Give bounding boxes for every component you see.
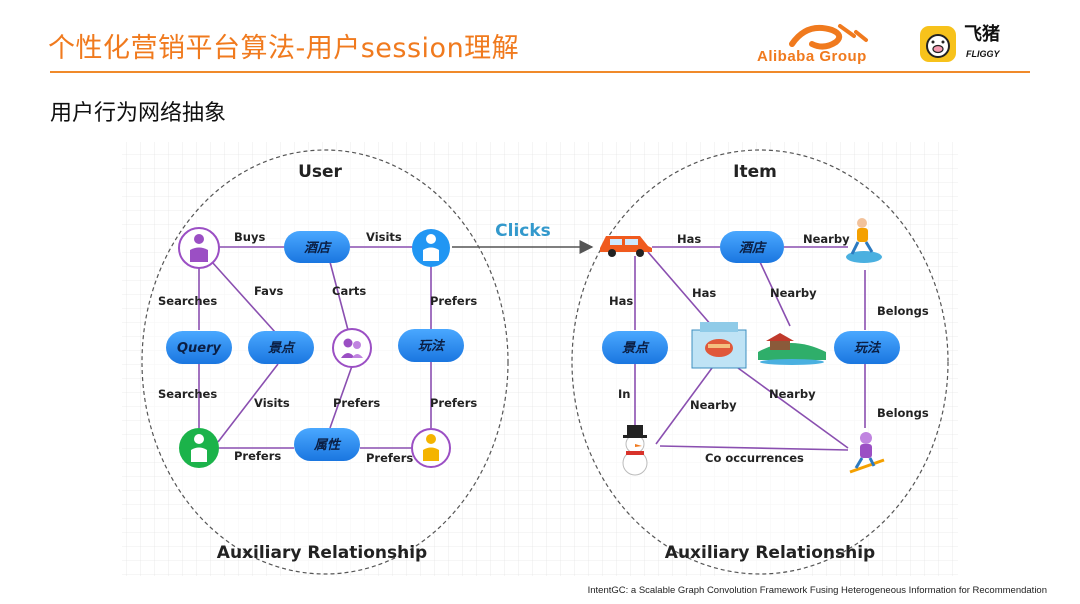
user-title: User bbox=[298, 162, 342, 182]
svg-text:Carts: Carts bbox=[332, 284, 366, 298]
svg-text:Visits: Visits bbox=[366, 230, 402, 244]
svg-text:Prefers: Prefers bbox=[430, 396, 477, 410]
user-node-scenic: 景点 bbox=[248, 331, 314, 364]
svg-text:Has: Has bbox=[692, 286, 716, 300]
item-edges bbox=[634, 246, 866, 451]
fliggy-logo-subtext: FLIGGY bbox=[966, 49, 1000, 59]
fliggy-pig-icon bbox=[920, 26, 956, 62]
user-yellow-icon bbox=[411, 428, 451, 468]
svg-text:景点: 景点 bbox=[622, 340, 650, 356]
user-purple-icon bbox=[178, 227, 220, 269]
svg-text:景点: 景点 bbox=[268, 340, 296, 356]
user-green-icon bbox=[179, 428, 219, 468]
svg-text:Prefers: Prefers bbox=[430, 294, 477, 308]
item-aux-label: Auxiliary Relationship bbox=[665, 543, 875, 563]
svg-text:Prefers: Prefers bbox=[333, 396, 380, 410]
citation-text: IntentGC: a Scalable Graph Convolution F… bbox=[587, 585, 1047, 596]
user-node-attr: 属性 bbox=[294, 428, 360, 461]
user-edge-labels: Buys Visits Searches Favs Carts Prefers … bbox=[158, 230, 477, 465]
item-node-play: 玩法 bbox=[834, 331, 900, 364]
svg-text:酒店: 酒店 bbox=[304, 240, 332, 256]
svg-text:Searches: Searches bbox=[158, 387, 217, 401]
svg-text:玩法: 玩法 bbox=[418, 338, 446, 354]
item-node-scenic: 景点 bbox=[602, 331, 668, 364]
fliggy-logo-text: 飞猪 bbox=[964, 24, 1000, 45]
svg-text:Nearby: Nearby bbox=[690, 398, 737, 412]
user-node-hotel: 酒店 bbox=[284, 231, 350, 263]
svg-text:Nearby: Nearby bbox=[770, 286, 817, 300]
svg-text:Searches: Searches bbox=[158, 294, 217, 308]
user-node-play: 玩法 bbox=[398, 329, 464, 362]
svg-text:Prefers: Prefers bbox=[234, 449, 281, 463]
surfer-icon bbox=[846, 218, 882, 263]
user-aux-label: Auxiliary Relationship bbox=[217, 543, 427, 563]
svg-text:Nearby: Nearby bbox=[769, 387, 816, 401]
svg-text:Prefers: Prefers bbox=[366, 451, 413, 465]
svg-text:Has: Has bbox=[609, 294, 633, 308]
user-group-icon bbox=[332, 328, 372, 368]
svg-text:玩法: 玩法 bbox=[854, 340, 882, 356]
svg-text:In: In bbox=[618, 387, 630, 401]
user-blue-icon bbox=[412, 229, 450, 267]
skier-icon bbox=[849, 432, 885, 474]
svg-text:Nearby: Nearby bbox=[803, 232, 850, 246]
svg-text:Visits: Visits bbox=[254, 396, 290, 410]
svg-text:Favs: Favs bbox=[254, 284, 283, 298]
user-node-query: Query bbox=[166, 331, 232, 364]
svg-text:Query: Query bbox=[177, 341, 222, 356]
svg-text:Co occurrences: Co occurrences bbox=[705, 451, 804, 465]
clicks-label: Clicks bbox=[495, 221, 551, 241]
svg-text:Has: Has bbox=[677, 232, 701, 246]
page-title: 个性化营销平台算法-用户session理解 bbox=[48, 33, 520, 64]
svg-text:属性: 属性 bbox=[313, 437, 342, 453]
svg-text:Buys: Buys bbox=[234, 230, 265, 244]
building-icon bbox=[691, 322, 747, 369]
title-divider bbox=[50, 71, 1030, 73]
item-title: Item bbox=[733, 162, 777, 182]
user-edges bbox=[198, 246, 432, 449]
island-icon bbox=[758, 333, 826, 365]
alibaba-logo-text: Alibaba Group bbox=[757, 48, 867, 65]
svg-text:酒店: 酒店 bbox=[739, 240, 767, 256]
svg-text:Belongs: Belongs bbox=[877, 304, 929, 318]
alibaba-logo-icon bbox=[789, 24, 868, 50]
svg-text:Belongs: Belongs bbox=[877, 406, 929, 420]
snowman-icon bbox=[622, 425, 648, 476]
item-node-hotel: 酒店 bbox=[720, 231, 784, 263]
section-subtitle: 用户行为网络抽象 bbox=[50, 101, 227, 126]
car-icon bbox=[600, 236, 652, 257]
item-edge-labels: Has Nearby Has Has Nearby Belongs In Nea… bbox=[609, 232, 929, 465]
